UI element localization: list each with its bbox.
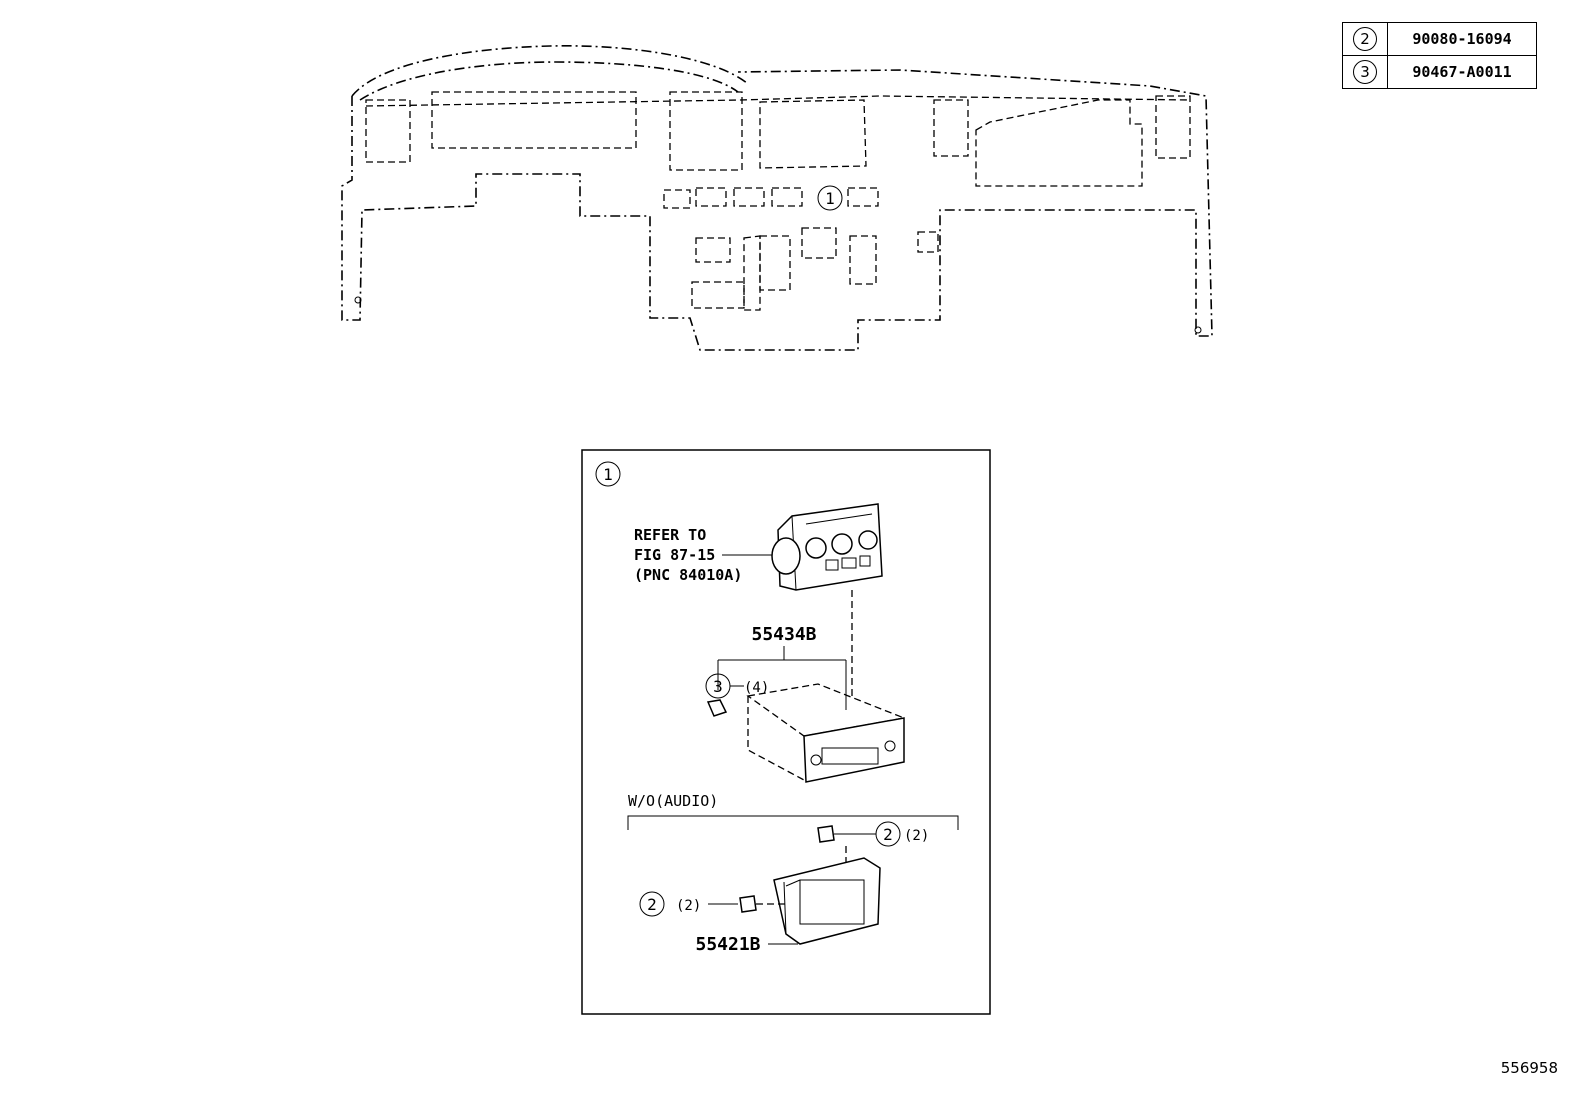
detail-callout-1-text: 1 [603,465,613,484]
panel-55421B [773,857,881,945]
part-label-55434B: 55434B [751,624,816,645]
refer-note-line1: REFER TO [634,526,706,544]
fastener-callout-2-top-qty: (2) [904,828,929,844]
fastener-callout-2-left-ref: 2 [647,895,657,914]
legend-ref-3: 3 [1353,60,1377,84]
legend-row: 3 90467-A0011 [1342,55,1537,89]
variant-bracket [627,815,959,830]
bracket-55434B [746,683,907,783]
variant-label: W/O(AUDIO) [628,792,718,810]
refer-note: REFER TO FIG 87-15 (PNC 84010A) [634,526,780,584]
fastener-callout-2-top-ref: 2 [883,825,893,844]
legend-row: 2 90080-16094 [1342,22,1537,56]
fastener-callout-2-left: 2 (2) [639,891,786,917]
detail-frame [581,449,991,1015]
detail-callout-1: 1 [595,461,621,487]
figure-number: 556958 [1500,1059,1558,1077]
part-leader-55434B [717,646,847,710]
refer-note-line2: FIG 87-15 [634,546,715,564]
legend-part-number: 90080-16094 [1387,22,1537,56]
dashboard-callout-1: 1 [817,185,843,211]
fastener-callout-2-left-qty: (2) [676,898,701,914]
fastener-callout-3-ref: 3 [713,677,723,696]
climate-control-unit [771,503,883,591]
part-label-55421B: 55421B [695,934,760,955]
refer-note-line3: (PNC 84010A) [634,566,742,584]
legend-ref-2: 2 [1353,27,1377,51]
fastener-callout-3: 3 (4) [705,673,769,717]
fastener-callout-2-top: 2 (2) [817,821,929,866]
dashboard-callout-1-text: 1 [825,189,835,208]
dashboard-outline [341,45,1213,351]
fastener-callout-3-qty: (4) [744,680,769,696]
part-number-legend: 2 90080-16094 3 90467-A0011 [1342,22,1537,89]
legend-part-number: 90467-A0011 [1387,55,1537,89]
